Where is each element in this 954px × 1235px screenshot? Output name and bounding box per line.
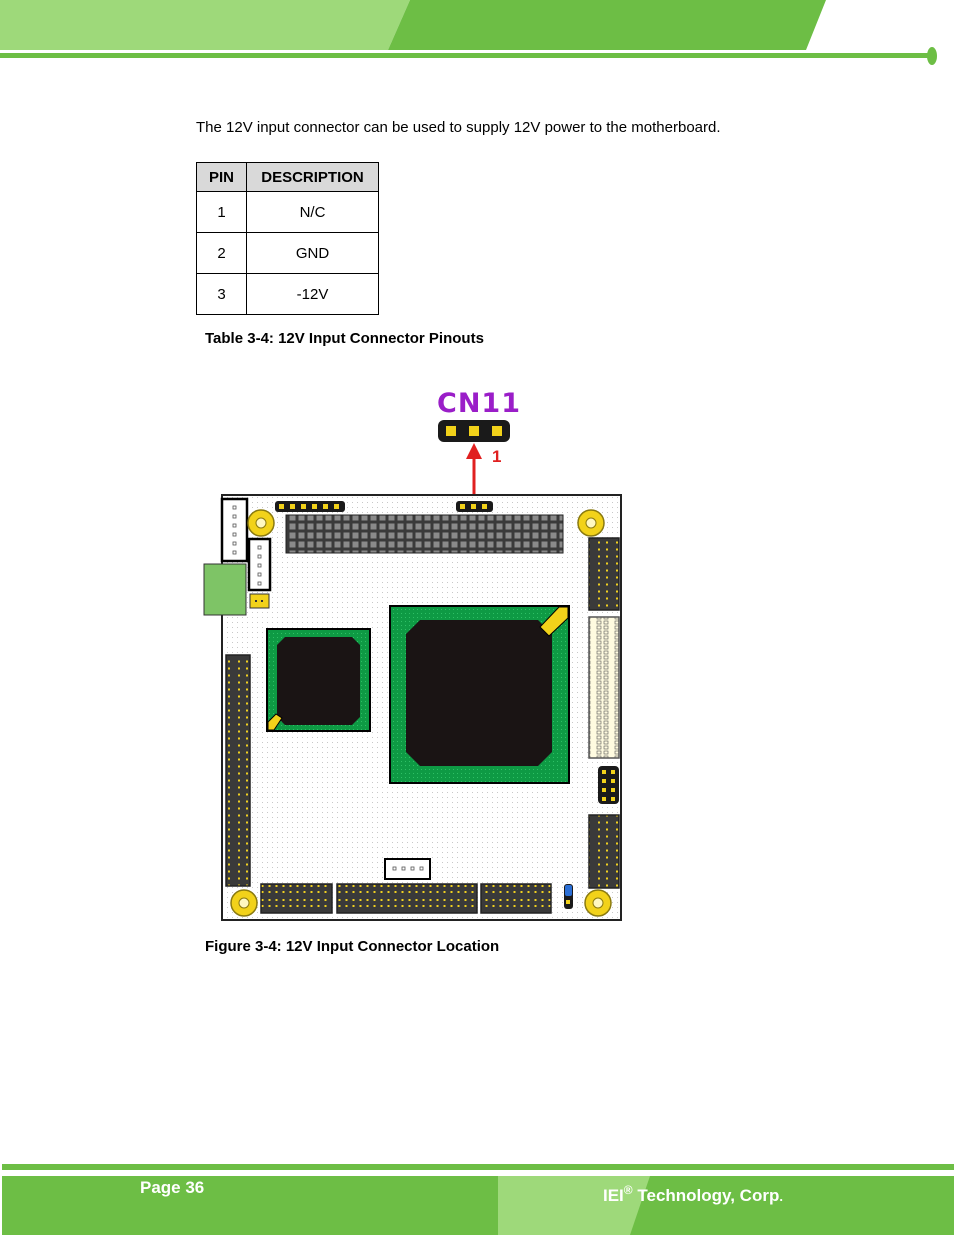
company-name: IEI® Technology, Corp. (603, 1183, 783, 1206)
figure-caption: Figure 3-4: 12V Input Connector Location (205, 938, 500, 955)
small-header (598, 766, 619, 804)
registered-mark: ® (623, 1183, 633, 1197)
company-prefix: IEI (603, 1186, 624, 1205)
location-arrow (466, 443, 482, 497)
white-header-2 (247, 537, 272, 592)
page-header-banner (0, 0, 937, 65)
table-header-row: PIN DESCRIPTION (196, 162, 379, 192)
intro-paragraph: The 12V input connector can be used to s… (196, 119, 721, 136)
board-diagram: CN11 1 (203, 388, 622, 921)
right-header-bottom (588, 814, 620, 889)
table-row: 1 N/C (196, 191, 379, 233)
cn11-connector-icon (438, 420, 510, 442)
small-jumper (249, 593, 270, 609)
bottom-header-2 (336, 883, 478, 914)
company-period: . (779, 1189, 783, 1204)
column-header-description: DESCRIPTION (246, 162, 379, 192)
table-row: 2 GND (196, 232, 379, 274)
ide-connector (588, 616, 620, 759)
column-header-pin: PIN (196, 162, 247, 192)
page-footer-banner (2, 1164, 954, 1235)
description-cell: N/C (246, 191, 379, 233)
connector-label-cn11: CN11 (437, 388, 521, 419)
jumper-row (275, 501, 345, 512)
right-header-top (588, 537, 620, 611)
pin1-marker: 1 (492, 447, 501, 466)
table-row: 3 -12V (196, 273, 379, 315)
left-long-header (225, 654, 251, 887)
bottom-white-connector (384, 858, 431, 880)
page-number: Page 36 (140, 1178, 205, 1197)
bottom-header-1 (260, 883, 333, 914)
cn11-on-board (456, 501, 493, 512)
white-header-1 (220, 497, 249, 563)
pin-cell: 1 (196, 191, 247, 233)
pinout-table: PIN DESCRIPTION 1 N/C 2 GND 3 -12V (196, 162, 379, 315)
bottom-header-3 (480, 883, 552, 914)
description-cell: -12V (246, 273, 379, 315)
company-suffix: Technology, Corp (632, 1186, 780, 1205)
table-caption: Table 3-4: 12V Input Connector Pinouts (205, 330, 484, 347)
pin-cell: 3 (196, 273, 247, 315)
pin-cell: 2 (196, 232, 247, 274)
power-connector (203, 563, 247, 616)
description-cell: GND (246, 232, 379, 274)
pc104-header (285, 514, 564, 554)
